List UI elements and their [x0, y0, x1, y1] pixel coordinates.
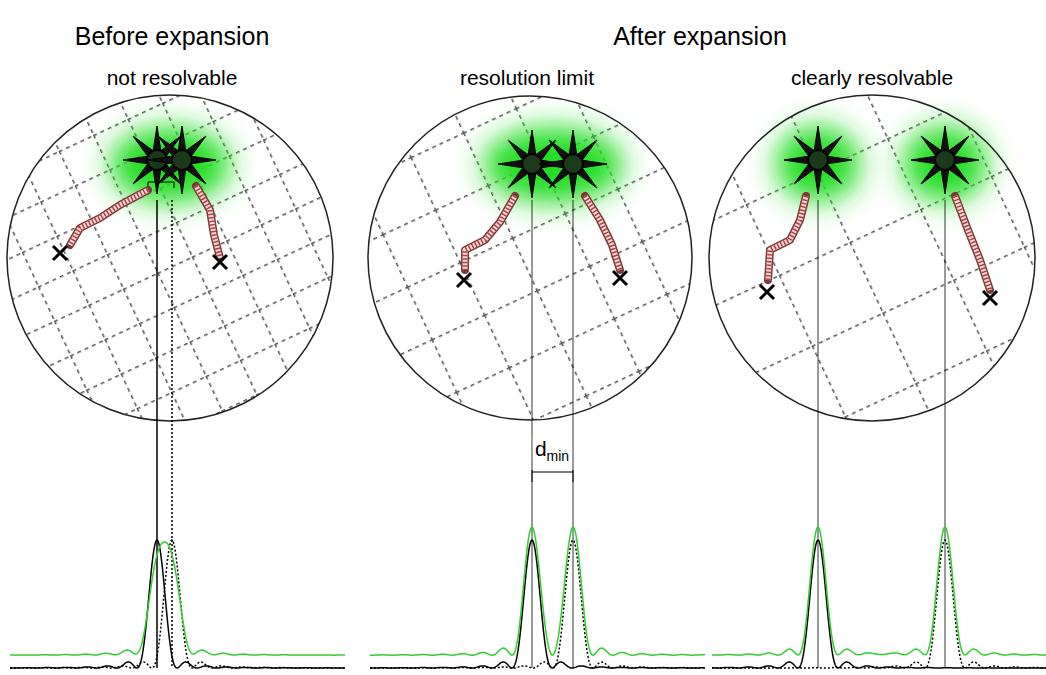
expansion-grid [7, 95, 333, 421]
anchor-point [213, 255, 227, 269]
panel-subheading: clearly resolvable [791, 66, 953, 90]
combined-profile [370, 527, 705, 655]
field-of-view [709, 95, 1035, 421]
combined-profile [712, 527, 1046, 655]
expansion-grid [368, 96, 692, 420]
linker-tether [465, 196, 515, 270]
linker-rungs [196, 186, 220, 258]
fluorophore-core [935, 150, 955, 170]
linker-tether [955, 196, 990, 290]
linker-tether [70, 190, 148, 245]
linker-tether [70, 190, 148, 245]
linker-tether [955, 196, 990, 290]
linker-tether [768, 196, 806, 280]
linker-tether [196, 186, 220, 258]
fluorophore-core [172, 150, 192, 170]
fluorescence-glow [483, 127, 623, 203]
linker-tether [585, 196, 620, 270]
guide-line [573, 200, 574, 668]
linker-rungs [465, 196, 515, 270]
point-spread-profile [712, 540, 1046, 668]
point-spread-profile [10, 540, 345, 668]
combined-profile [10, 542, 345, 655]
fluorescence-glow [776, 126, 860, 202]
distance-bracket [532, 470, 573, 482]
distance-subscript: min [547, 448, 570, 464]
panel-subheading: resolution limit [460, 66, 594, 90]
distance-symbol: d [535, 437, 547, 460]
fluorophore-star [539, 130, 607, 198]
fluorophore-star [911, 126, 979, 194]
fluorescence-glow [110, 127, 230, 203]
panel-heading: Before expansion [75, 22, 270, 51]
linker-tether [465, 196, 515, 270]
guide-line [818, 200, 819, 668]
point-spread-profile [712, 540, 1046, 668]
fluorescence-glow [903, 126, 987, 202]
fluorophore-core [563, 154, 583, 174]
anchor-point [613, 271, 627, 285]
anchor-point [457, 273, 471, 287]
panel-heading: After expansion [613, 22, 787, 51]
guide-line [945, 200, 946, 668]
linker-rungs [955, 196, 990, 290]
guide-line [156, 200, 158, 668]
linker-rungs [585, 196, 620, 270]
anchor-point [983, 291, 997, 305]
linker-rungs [70, 190, 148, 245]
linker-tether [585, 196, 620, 270]
anchor-point [760, 285, 774, 299]
guide-line [171, 200, 173, 668]
field-of-view [368, 96, 692, 420]
anchor-point [53, 246, 67, 260]
panel-subheading: not resolvable [107, 66, 238, 90]
fluorophore-star [784, 126, 852, 194]
fluorophore-star [148, 126, 216, 194]
distance-label: dmin [533, 437, 571, 461]
linker-tether [196, 186, 220, 258]
field-of-view [7, 95, 333, 421]
fluorophore-core [808, 150, 828, 170]
guide-line [532, 200, 533, 668]
point-spread-profile [10, 540, 345, 668]
linker-tether [768, 196, 806, 280]
distance-bracket [148, 182, 174, 188]
expansion-grid [709, 95, 1035, 421]
linker-rungs [768, 196, 806, 280]
